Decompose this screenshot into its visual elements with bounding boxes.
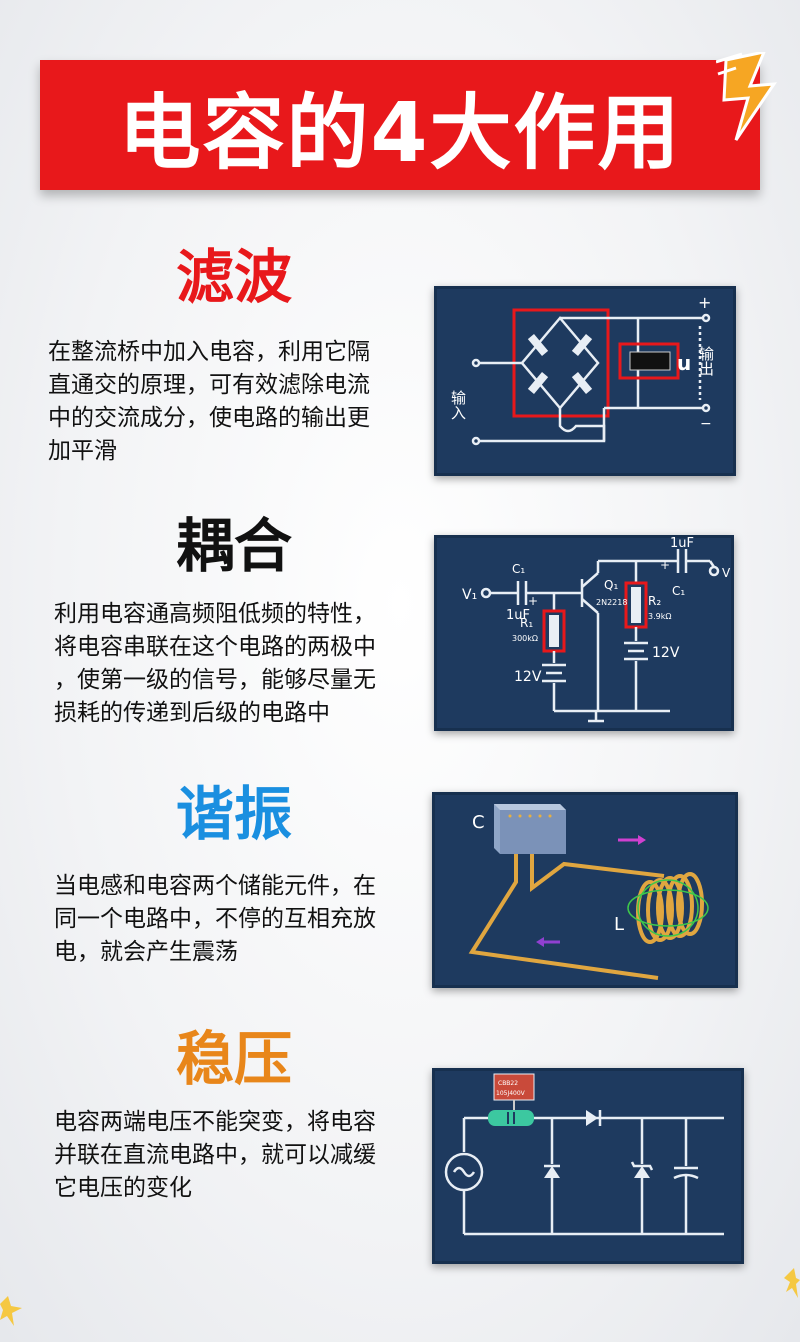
desc-line: 当电感和电容两个储能元件，在 — [54, 873, 376, 899]
section-regulate-description: 电容两端电压不能突变，将电容 并联在直流电路中，就可以减缓 它电压的变化 — [54, 1106, 376, 1205]
c-label: C — [472, 812, 485, 833]
desc-line: 中的交流成分，使电路的输出更 — [48, 405, 370, 431]
page-title: 电容的4大作用 — [118, 85, 682, 181]
desc-line: 电容两端电压不能突变，将电容 — [54, 1109, 376, 1135]
star-icon — [0, 1296, 22, 1326]
desc-line: 直通交的原理，可有效滤除电流 — [48, 372, 370, 398]
cap-right-value: 1uF — [670, 536, 694, 551]
v-in-label: V₁ — [462, 587, 477, 603]
section-filter-description: 在整流桥中加入电容，利用它隔 直通交的原理，可有效滤除电流 中的交流成分，使电路… — [48, 336, 370, 468]
plus-label: + — [528, 594, 538, 608]
desc-line: 加平滑 — [48, 438, 117, 464]
minus-label: − — [700, 416, 712, 432]
l-label: L — [614, 914, 624, 935]
section-regulate-heading: 稳压 — [176, 1025, 293, 1093]
plus-label: + — [698, 293, 711, 312]
desc-line: 并联在直流电路中，就可以减缓 — [54, 1142, 376, 1168]
coupling-circuit-diagram: V₁ C₁ + 1uF R₁ 300kΩ 12V Q₁ 2N2218 R₂ 3.… — [434, 535, 734, 731]
diode-icon — [527, 334, 593, 394]
cap-left-value: 1uF — [506, 608, 530, 623]
desc-line: 在整流桥中加入电容，利用它隔 — [48, 339, 370, 365]
q1-label: Q₁ — [604, 578, 618, 592]
lightning-bolt-icon — [716, 52, 778, 141]
desc-line: 损耗的传递到后级的电路中 — [54, 700, 330, 726]
c1-right-label: C₁ — [672, 584, 685, 598]
output-label: 输出 — [697, 346, 715, 376]
filter-circuit-diagram: 输入 输出 + − u — [434, 286, 736, 476]
desc-line: 将电容串联在这个电路的两极中 — [54, 634, 376, 660]
section-coupling-description: 利用电容通高频阻低频的特性， 将电容串联在这个电路的两极中 ，使第一级的信号，能… — [54, 598, 376, 730]
r2-label: R₂ — [648, 594, 661, 608]
plus-label: + — [660, 558, 670, 572]
section-resonance-heading: 谐振 — [176, 780, 293, 848]
c1-left-label: C₁ — [512, 562, 525, 576]
v12-left-label: 12V — [514, 669, 542, 685]
desc-line: ，使第一级的信号，能够尽量无 — [54, 667, 376, 693]
v12-right-label: 12V — [652, 645, 680, 661]
star-icon — [784, 1268, 800, 1298]
regulate-circuit-diagram: CBB22 105J400V — [432, 1068, 744, 1264]
resonance-lc-diagram: C L — [432, 792, 738, 988]
section-resonance-description: 当电感和电容两个储能元件，在 同一个电路中，不停的互相充放 电，就会产生震荡 — [54, 870, 376, 969]
section-coupling-heading: 耦合 — [176, 512, 293, 580]
title-banner: 电容的4大作用 — [40, 60, 760, 190]
r1-value: 300kΩ — [512, 634, 538, 643]
desc-line: 同一个电路中，不停的互相充放 — [54, 906, 376, 932]
r1-label: R₁ — [520, 616, 533, 630]
cap-tag-1: CBB22 — [498, 1080, 518, 1087]
cap-tag-2: 105J400V — [496, 1090, 526, 1097]
v-out-label: V — [722, 566, 731, 580]
desc-line: 它电压的变化 — [54, 1175, 192, 1201]
u-label: u — [677, 351, 691, 375]
desc-line: 利用电容通高频阻低频的特性， — [54, 601, 376, 627]
r2-value: 3.9kΩ — [648, 612, 671, 621]
desc-line: 电，就会产生震荡 — [54, 939, 238, 965]
input-label: 输入 — [449, 390, 467, 420]
section-filter-heading: 滤波 — [176, 243, 293, 311]
q1-model: 2N2218 — [596, 598, 627, 607]
